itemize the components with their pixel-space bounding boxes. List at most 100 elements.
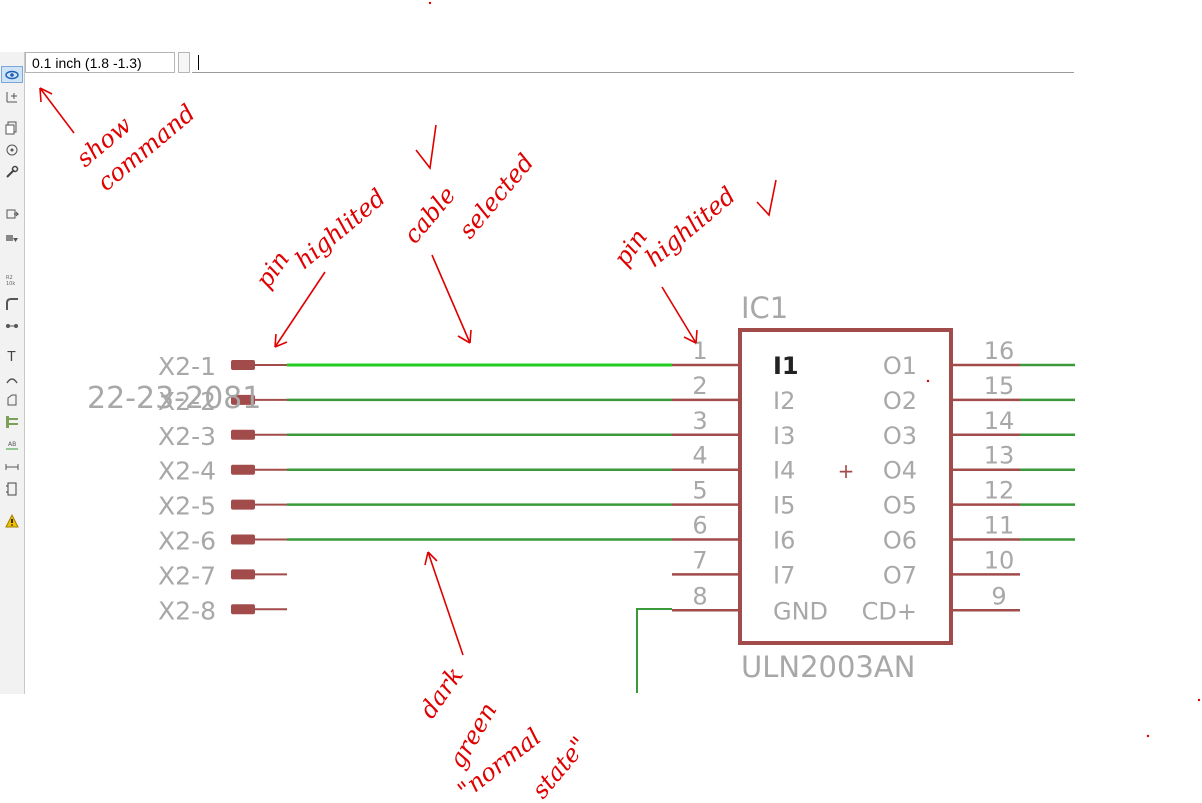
ic-right-pin-number: 12 [984, 477, 1015, 505]
annotation-selected: selected [453, 148, 539, 243]
connector-pin-pad[interactable] [231, 604, 255, 615]
ic-pins: 1I12I23I34I45I56I67I78GND16O115O214O313O… [672, 337, 1020, 625]
warning-icon[interactable] [3, 513, 20, 528]
connector-pin-pad[interactable] [231, 464, 255, 475]
ic-left-pin-number: 8 [692, 582, 707, 610]
command-input[interactable] [192, 52, 1074, 73]
svg-text:R2: R2 [6, 275, 13, 281]
annotation-arrowhead-dark-green [424, 551, 438, 566]
ic1-symbol[interactable]: IC1 ULN2003AN + [738, 291, 953, 684]
connector-x2: X2-1X2-2X2-3X2-4X2-5X2-6X2-7X2-8 [158, 352, 287, 625]
ic-left-pin-label: I6 [773, 527, 795, 555]
connector-pin-pad[interactable] [231, 499, 255, 510]
polygon-icon[interactable] [3, 392, 20, 407]
ic-name: IC1 [741, 291, 788, 325]
annotation-arrowhead-cable [457, 329, 472, 344]
connector-value-text: 22-23-2081 [87, 381, 261, 416]
rotate-icon[interactable] [3, 142, 20, 157]
annotation-highlited-left: highlited [290, 183, 391, 274]
connector-pin-label: X2-4 [158, 457, 216, 486]
text-caret [198, 55, 199, 70]
annotation-arrow-show [39, 87, 75, 134]
frame-icon[interactable] [3, 481, 20, 496]
annotation-layer [39, 87, 777, 656]
annotation-arrow-pin-right [661, 286, 697, 344]
connector-pin-label: X2-7 [158, 561, 216, 590]
stray-dots [428, 1, 1201, 738]
ic-right-pin-label: O1 [883, 352, 917, 380]
ic-left-pin-number: 5 [692, 477, 707, 505]
ic-left-pin-label: I3 [773, 422, 795, 450]
ic-right-pin-number: 14 [984, 407, 1015, 435]
ic-right-pin-label: O3 [883, 422, 917, 450]
split-icon[interactable] [3, 318, 20, 333]
bus-icon[interactable] [3, 414, 20, 429]
ic-left-pin-label: I5 [773, 492, 795, 520]
svg-text:AB: AB [8, 441, 16, 448]
annotation-pin-left: pin [250, 246, 295, 294]
annotation-text: show command pin highlited cable selecte… [71, 99, 741, 803]
connector-pin-pad[interactable] [231, 429, 255, 440]
info-icon[interactable] [3, 89, 20, 104]
connector-pin-pad[interactable] [231, 534, 255, 545]
gnd-wire[interactable] [636, 608, 672, 693]
ic-left-pin-number: 6 [692, 512, 707, 540]
annotation-check-2 [756, 179, 777, 217]
svg-text:10k: 10k [6, 281, 15, 287]
annotation-arrow-dark-green [427, 551, 464, 656]
annotation-arrowhead-show [39, 87, 53, 103]
ic-right-pin-label: O2 [883, 387, 917, 415]
ic-left-pin-number: 7 [692, 546, 707, 574]
annotation-arrow-cable [431, 254, 471, 344]
connector-pin-pad[interactable] [231, 360, 255, 370]
ic-right-pin-number: 13 [984, 442, 1015, 470]
connector-pin-label: X2-2 [158, 387, 216, 416]
ic-left-pin-number: 1 [692, 337, 707, 365]
connector-pin-label: X2-6 [158, 527, 216, 556]
ic-left-pin-label: I4 [773, 457, 795, 485]
ic-left-pin-label: I2 [773, 387, 795, 415]
arc-icon[interactable] [3, 372, 20, 387]
ic-left-pin-number: 2 [692, 372, 707, 400]
ic-right-pin-label: O6 [883, 527, 917, 555]
annotation-arrowhead-pin-left [274, 333, 288, 348]
annotation-dark: dark [414, 662, 469, 724]
ic-right-pin-number: 16 [984, 337, 1015, 365]
ic-left-pin-label: GND [773, 597, 828, 625]
ic-right-pin-number: 9 [991, 582, 1006, 610]
ic-right-pin-label: O4 [883, 457, 917, 485]
ic-left-pin-number: 4 [692, 442, 707, 470]
miter-icon[interactable] [3, 296, 20, 311]
ic-right-pin-label: O5 [883, 492, 917, 520]
connector-pin-label: X2-1 [158, 352, 216, 381]
group-icon[interactable] [3, 231, 20, 246]
command-menu-button[interactable] [178, 52, 190, 73]
connector-pin-pad[interactable] [231, 569, 255, 580]
annotation-arrow-pin-left [274, 271, 326, 348]
ic-body [738, 328, 953, 645]
annotation-check-1 [415, 124, 437, 170]
coordinate-display: 0.1 inch (1.8 -1.3) [25, 52, 175, 73]
wrench-icon[interactable] [3, 164, 20, 179]
ic-left-pin-number: 3 [692, 407, 707, 435]
ic-value: ULN2003AN [741, 650, 915, 684]
nets-layer [287, 363, 1075, 541]
copy-icon[interactable] [3, 120, 20, 135]
annotation-arrowhead-pin-right [683, 329, 698, 344]
dimension-icon[interactable] [3, 459, 20, 474]
text-icon[interactable]: T [7, 350, 16, 365]
show-eye-icon[interactable] [1, 66, 23, 83]
connector-pin-pad[interactable] [231, 394, 255, 405]
ic-origin-mark: + [838, 459, 855, 483]
label-icon[interactable]: AB [3, 437, 20, 452]
connector-pin-label: X2-5 [158, 492, 216, 521]
ic-right-pin-label: CD+ [862, 597, 917, 625]
connector-pin-label: X2-3 [158, 422, 216, 451]
move-icon[interactable] [3, 206, 20, 221]
connector-pin-label: X2-8 [158, 596, 216, 625]
ic-right-pin-number: 10 [984, 546, 1015, 574]
annotation-highlited-right: highlited [640, 181, 741, 272]
ic-left-pin-label: I1 [773, 352, 799, 380]
